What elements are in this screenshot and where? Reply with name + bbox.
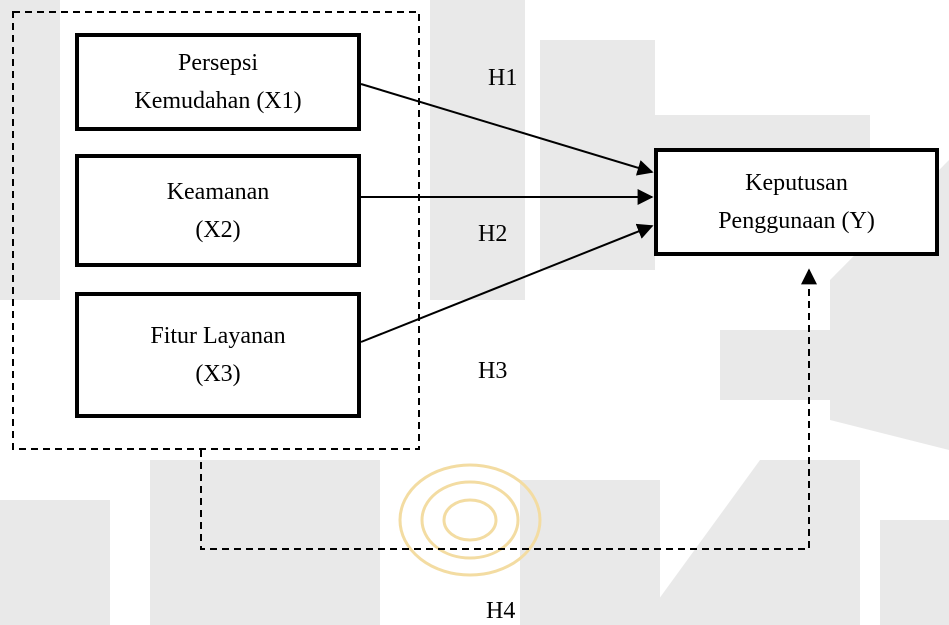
- arrow-h3: [360, 223, 654, 343]
- node-label-line: Persepsi: [178, 50, 258, 76]
- arrow-h4: [200, 268, 817, 550]
- watermark-shape: [880, 520, 949, 625]
- label-h3: H3: [478, 358, 508, 384]
- independent-variables-group: [12, 11, 420, 450]
- watermark-shape: [640, 460, 860, 625]
- watermark-ornament: [420, 480, 520, 560]
- node-label-line: Keamanan: [166, 178, 270, 205]
- watermark-ornament: [442, 498, 498, 542]
- watermark-ornament: [398, 463, 542, 577]
- label-h1: H1: [488, 65, 518, 91]
- label-h2: H2: [478, 221, 508, 247]
- node-label-line: Kemudahan (X1): [134, 88, 302, 114]
- watermark-shape: [430, 0, 525, 300]
- node-label-line: (X2): [195, 216, 241, 243]
- arrow-h1: [360, 83, 654, 176]
- watermark-shape: [0, 500, 110, 625]
- node-x1-persepsi-kemudahan: Persepsi Kemudahan (X1): [75, 33, 361, 131]
- label-h4: H4: [486, 598, 516, 624]
- node-label-line: Penggunaan (Y): [718, 208, 875, 234]
- node-label-line: Keputusan: [745, 170, 848, 196]
- watermark-shape: [150, 460, 380, 625]
- node-y-keputusan-penggunaan: Keputusan Penggunaan (Y): [654, 148, 939, 256]
- watermark-shape: [520, 480, 660, 625]
- node-label-line: (X3): [195, 361, 241, 387]
- node-x2-keamanan: Keamanan (X2): [75, 154, 361, 267]
- watermark-shape: [0, 0, 60, 300]
- node-label-line: Fitur Layanan: [150, 323, 286, 349]
- node-x3-fitur-layanan: Fitur Layanan (X3): [75, 292, 361, 418]
